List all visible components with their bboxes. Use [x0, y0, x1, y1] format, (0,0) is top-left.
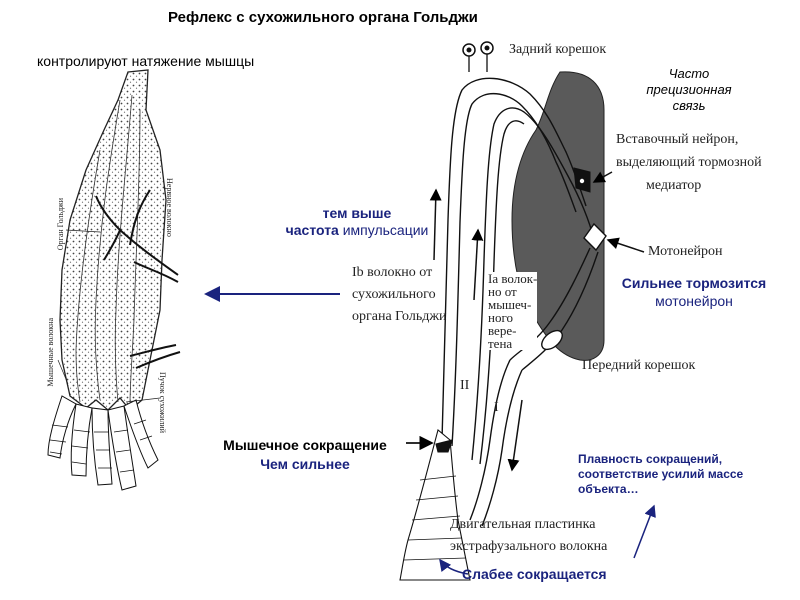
ia-line-2: но от — [488, 284, 517, 299]
smoothness-line-2: соответствие усилий массе — [578, 467, 744, 481]
frequency-word: частота — [285, 222, 339, 238]
label-nerve-fiber: Нервное волокно — [165, 178, 174, 237]
label-motor-endplate: Двигательная пластинка экстрафузального … — [450, 514, 607, 558]
label-ventral-root: Передний корешок — [582, 358, 696, 373]
interneuron-line-2: выделяющий тормозной — [616, 155, 762, 170]
dorsal-root — [462, 41, 494, 72]
label-interneuron: Вставочный нейрон, выделяющий тормозной … — [616, 128, 762, 197]
smoothness-note: Плавность сокращений, соответствие усили… — [578, 452, 743, 497]
afferent-fibers — [441, 77, 595, 465]
label-motoneuron: Мотонейрон — [648, 244, 723, 259]
label-fiber-ii: II — [460, 378, 470, 393]
label-ib-fiber: Ib волокно от сухожильного органа Гольдж… — [352, 262, 447, 328]
frequency-note: тем выше частота импульсации — [272, 205, 442, 239]
ia-line-3: мышеч- — [488, 297, 532, 312]
interneuron-nucleus — [579, 178, 585, 184]
page-title: Рефлекс с сухожильного органа Гольджи — [168, 9, 478, 26]
efferent-fiber — [469, 247, 599, 527]
smoothness-line-3: объекта… — [578, 482, 639, 496]
frequency-higher: тем выше — [322, 205, 392, 221]
ia-line-1: Ia волок- — [488, 271, 538, 286]
inhibition-strong: Сильнее тормозится — [621, 275, 767, 291]
label-muscle-fibers: Мышечные волокна — [46, 318, 55, 387]
pointer-motoneuron — [606, 237, 645, 253]
label-dorsal-root: Задний корешок — [509, 42, 607, 57]
inhibition-note: Сильнее тормозится мотонейрон — [608, 274, 780, 310]
ia-line-5: вере- — [488, 323, 517, 338]
precision-line-2: прецизионная — [646, 82, 732, 97]
endplate-line-2: экстрафузального волокна — [450, 539, 608, 554]
precision-connection-note: Часто прецизионная связь — [624, 66, 754, 114]
motoneuron-cell — [583, 222, 607, 252]
precision-line-3: связь — [672, 98, 706, 113]
pointer-interneuron — [592, 171, 613, 183]
contraction-label: Мышечное сокращение — [223, 437, 387, 453]
label-golgi-organ: Орган Гольджи — [56, 198, 65, 251]
muscle-illustration — [47, 69, 181, 491]
contraction-stronger: Чем сильнее — [260, 456, 350, 472]
endplate-line-1: Двигательная пластинка — [450, 517, 596, 532]
smoothness-line-1: Плавность сокращений, — [578, 452, 723, 466]
ia-line-4: ного — [488, 310, 513, 325]
flow-arrows — [429, 188, 523, 472]
label-tendon-bundle: Пучок сухожилий — [158, 372, 167, 433]
inhibition-motoneuron: мотонейрон — [655, 293, 733, 309]
page-subtitle: контролируют натяжение мышцы — [37, 53, 255, 69]
pointer-smoothness — [633, 504, 656, 559]
precision-line-1: Часто — [668, 66, 710, 81]
frequency-rest: импульсации — [338, 222, 429, 238]
label-ia-fiber: Ia волок- но от мышеч- ного вере- тена — [488, 271, 538, 351]
ia-line-6: тена — [488, 336, 513, 351]
contraction-note: Мышечное сокращение Чем сильнее — [206, 436, 404, 474]
interneuron-line-3: медиатор — [646, 178, 702, 193]
spindle-muscle — [399, 429, 471, 581]
ib-line-3: органа Гольджи — [352, 309, 447, 324]
interneuron-line-1: Вставочный нейрон, — [616, 132, 739, 147]
pointer-weaker — [439, 558, 469, 575]
weaker-contraction-note: Слабее сокращается — [462, 566, 607, 582]
ib-line-2: сухожильного — [352, 287, 436, 302]
ib-line-1: Ib волокно от — [352, 265, 433, 280]
label-fiber-i: I — [494, 400, 499, 415]
